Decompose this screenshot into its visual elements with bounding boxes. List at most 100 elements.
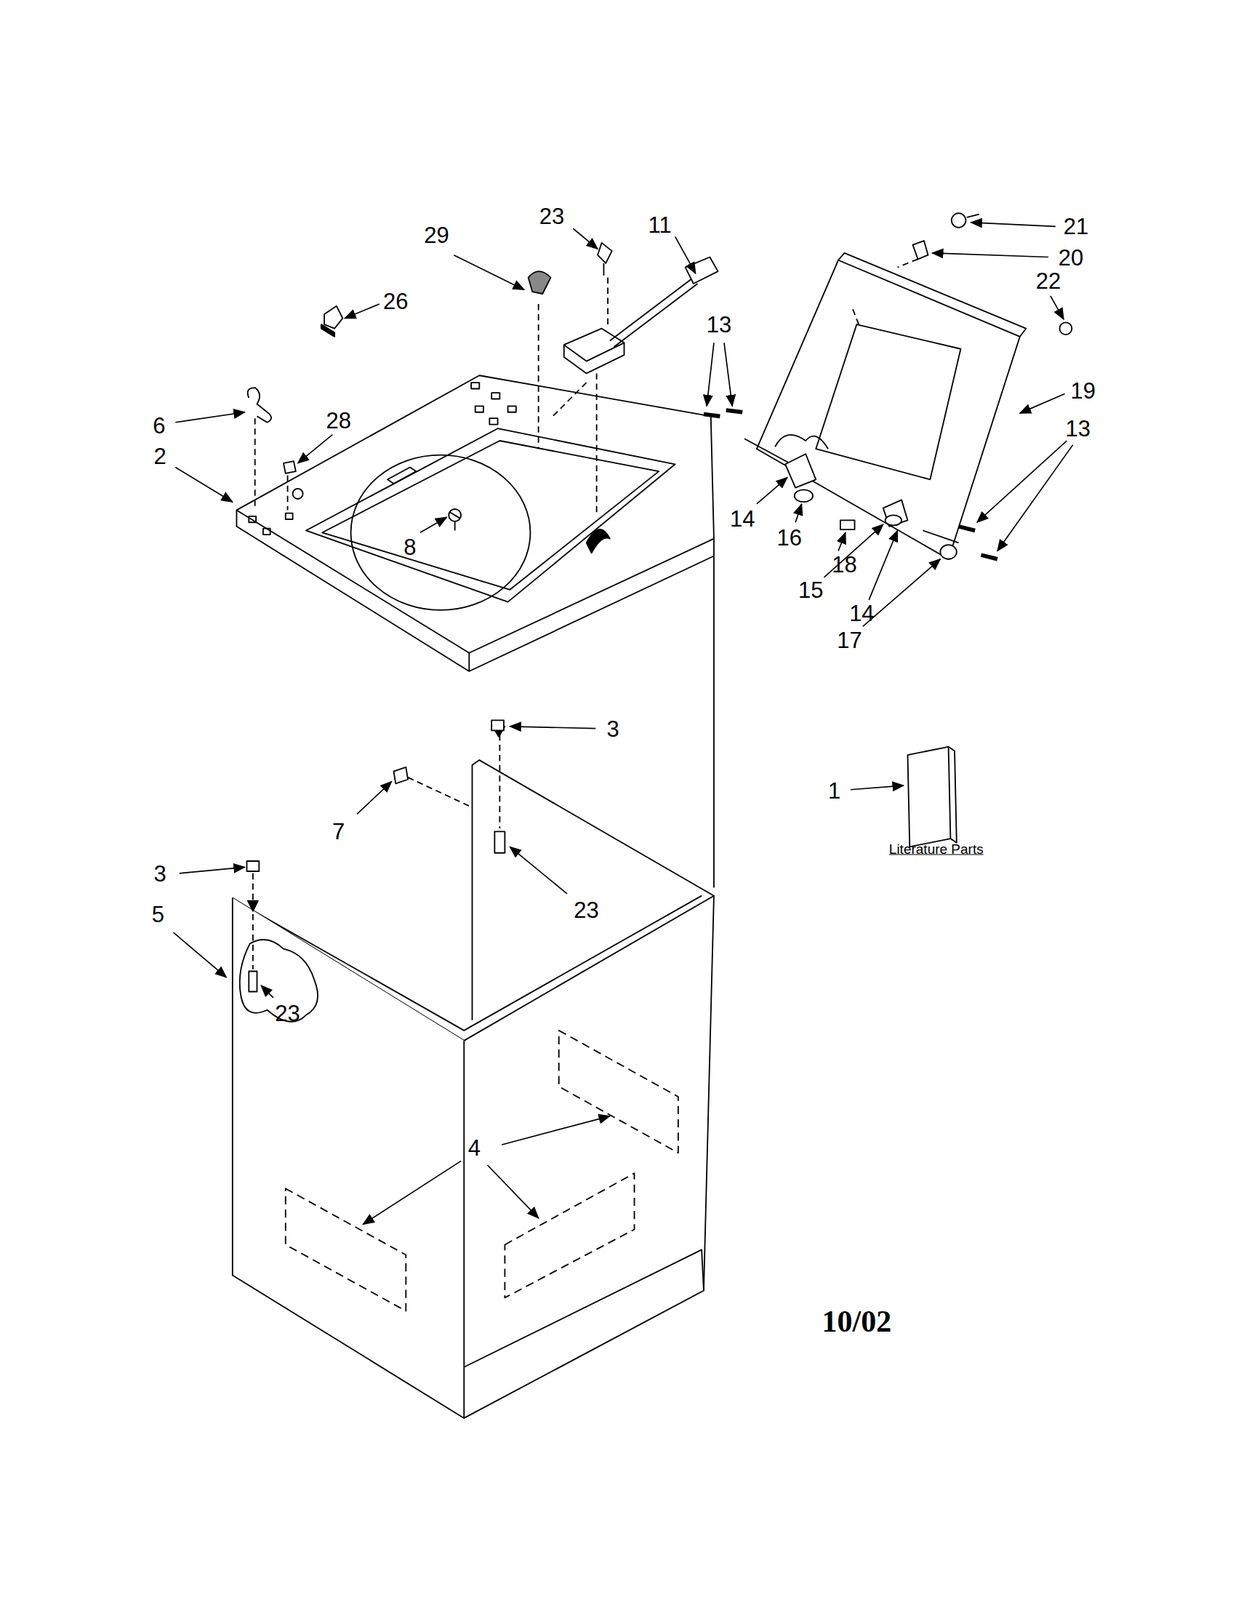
drawing-line — [285, 513, 293, 520]
drawing-line — [247, 387, 272, 423]
revision-date: 10/02 — [822, 1305, 893, 1337]
drawing-line — [321, 324, 335, 337]
drawing-line — [948, 746, 957, 843]
callout-number: 17 — [836, 628, 862, 651]
drawing-line — [450, 511, 461, 530]
drawing-line — [713, 556, 715, 888]
drawing-line — [970, 222, 1055, 227]
drawing-line — [453, 255, 525, 291]
leader-arrows — [173, 222, 1073, 1225]
drawing-line — [475, 405, 484, 412]
drawing-line — [885, 514, 902, 525]
callout-number: 21 — [1063, 215, 1089, 238]
literature-caption: Literature Parts — [889, 841, 984, 856]
drawing-line — [246, 860, 259, 871]
drawing-line — [951, 213, 967, 228]
drawing-line — [609, 277, 698, 347]
callout-number: 18 — [831, 552, 857, 576]
drawing-line — [868, 529, 898, 600]
drawing-line — [564, 328, 625, 362]
drawing-line — [685, 257, 719, 284]
drawing-line — [966, 214, 980, 218]
drawing-line — [287, 475, 289, 511]
drawing-line — [883, 499, 909, 526]
drawing-line — [706, 342, 714, 406]
drawing-line — [908, 746, 951, 847]
lid-switch — [528, 242, 719, 516]
callout-number: 8 — [403, 535, 416, 558]
drawing-line — [559, 1030, 679, 1153]
drawing-line — [538, 277, 608, 516]
drawing-line — [509, 846, 568, 894]
callout-number: 13 — [706, 313, 732, 336]
callout-number: 6 — [152, 413, 166, 437]
drawing-line — [785, 453, 816, 488]
drawing-line — [248, 516, 256, 522]
drawing-line — [675, 236, 696, 274]
drawing-line — [356, 781, 392, 815]
drawing-line — [997, 444, 1074, 552]
drawing-line — [324, 306, 343, 329]
callout-number: 14 — [849, 601, 874, 625]
callout-number: 22 — [1035, 268, 1061, 292]
drawing-line — [175, 466, 233, 502]
drawing-line — [508, 405, 517, 412]
drawing-line — [850, 785, 904, 790]
drawing-line — [774, 434, 829, 449]
drawing-line — [509, 726, 596, 729]
callout-number: 20 — [1058, 245, 1084, 269]
callout-number: 11 — [648, 213, 672, 236]
drawing-line — [283, 460, 296, 474]
drawing-line — [362, 1160, 461, 1224]
callout-number: 7 — [332, 820, 345, 843]
drawing-line — [838, 532, 846, 551]
callout-number: 2 — [154, 444, 167, 468]
cabinet — [232, 719, 714, 1418]
drawing-line — [794, 489, 813, 502]
drawing-line — [232, 759, 714, 1041]
drawing-line — [795, 503, 802, 522]
drawing-line — [491, 719, 504, 730]
drawing-line — [393, 766, 408, 783]
callout-number: 3 — [154, 861, 167, 885]
drawing-line — [471, 382, 480, 389]
drawing-line — [236, 375, 714, 653]
drawing-line — [1050, 295, 1064, 320]
callout-number: 4 — [468, 1136, 481, 1159]
callout-number: 19 — [1070, 379, 1096, 403]
callout-number: 23 — [573, 898, 599, 922]
drawing-line — [724, 342, 733, 406]
drawing-line — [851, 258, 918, 325]
drawing-line — [260, 985, 274, 998]
drawing-line — [173, 932, 227, 978]
drawing-line — [491, 392, 500, 399]
literature-book — [908, 746, 957, 847]
drawing-line — [173, 213, 1073, 1418]
callout-number: 23 — [539, 205, 565, 228]
drawing-line — [823, 524, 883, 578]
drawing-line — [815, 324, 961, 480]
drawing-line — [254, 418, 256, 508]
callout-number: 28 — [325, 408, 351, 432]
drawing-line — [322, 440, 659, 590]
drawing-line — [504, 1172, 634, 1297]
drawing-line — [344, 303, 380, 319]
cabinet-top — [236, 375, 714, 887]
callout-number: 15 — [798, 577, 823, 601]
drawing-line — [1019, 393, 1066, 413]
drawing-line — [838, 252, 1026, 337]
drawing-line — [597, 242, 613, 264]
callout-number: 13 — [1065, 417, 1091, 440]
drawing-line — [913, 240, 929, 259]
lid — [703, 213, 1072, 560]
callout-number: 16 — [777, 526, 802, 549]
drawing-line — [501, 1115, 610, 1145]
callout-number: 26 — [383, 289, 408, 312]
drawing-line — [494, 830, 505, 853]
drawing-line — [932, 252, 1049, 258]
drawing-line — [603, 263, 605, 276]
drawing-line — [840, 519, 855, 530]
drawing-line — [572, 228, 598, 249]
drawing-line — [252, 734, 500, 970]
